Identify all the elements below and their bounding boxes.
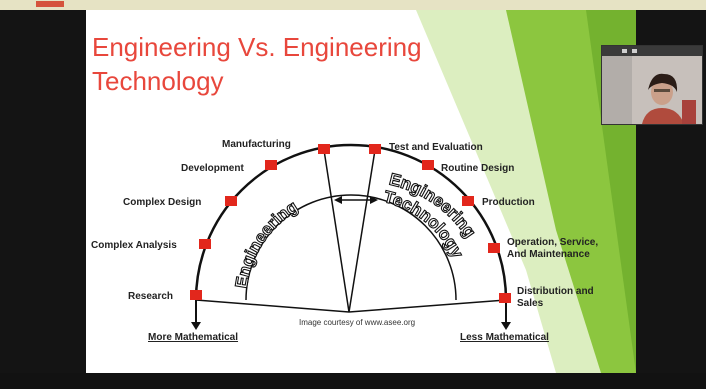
inner-arc <box>245 194 457 301</box>
marker-complex-analysis <box>199 239 211 249</box>
video-person <box>602 56 702 124</box>
double-arrow-left <box>334 196 342 204</box>
label-distribution-2: Sales <box>517 298 544 309</box>
title-line-1: Engineering Vs. Engineering <box>92 32 422 62</box>
marker-development <box>265 160 277 170</box>
mic-icon <box>632 49 637 53</box>
label-more-mathematical: More Mathematical <box>148 332 238 343</box>
video-toolbar <box>602 46 702 56</box>
label-test-evaluation: Test and Evaluation <box>389 142 483 153</box>
marker-distribution <box>499 293 511 303</box>
outer-arc <box>194 143 508 301</box>
title-line-2: Technology <box>92 66 224 96</box>
top-bar-marker <box>36 1 64 7</box>
label-operation-2: And Maintenance <box>507 249 590 260</box>
presentation-slide: Engineering Vs. Engineering Technology E… <box>86 10 636 373</box>
marker-routine-design <box>422 160 434 170</box>
label-production: Production <box>482 197 535 208</box>
left-arrow-head <box>191 322 201 330</box>
arc-label-engineering: Engineering <box>232 197 301 290</box>
image-caption: Image courtesy of www.asee.org <box>299 318 415 327</box>
left-base-line <box>195 299 350 313</box>
marker-production <box>462 196 474 206</box>
left-dark-area <box>0 10 86 389</box>
left-divider-line <box>323 149 350 313</box>
bottom-dark-area <box>0 373 706 389</box>
label-routine-design: Routine Design <box>441 163 514 174</box>
double-arrow-right <box>370 196 378 204</box>
label-research: Research <box>128 291 173 302</box>
right-arrow-head <box>501 322 511 330</box>
top-bar <box>0 0 706 10</box>
stage-markers <box>190 144 511 303</box>
label-distribution-1: Distribution and <box>517 286 594 297</box>
video-thumbnail[interactable] <box>601 45 703 125</box>
marker-research <box>190 290 202 300</box>
label-manufacturing: Manufacturing <box>222 139 291 150</box>
marker-manufacturing <box>318 144 330 154</box>
marker-operation <box>488 243 500 253</box>
slide-title: Engineering Vs. Engineering Technology <box>92 30 512 98</box>
camera-icon <box>622 49 627 53</box>
arc-diagram: Engineering Engineering Technology Manuf… <box>91 139 598 343</box>
right-base-line <box>348 299 507 313</box>
label-operation-1: Operation, Service, <box>507 237 598 248</box>
label-less-mathematical: Less Mathematical <box>460 332 549 343</box>
label-complex-analysis: Complex Analysis <box>91 240 177 251</box>
right-divider-line <box>348 149 376 313</box>
label-complex-design: Complex Design <box>123 197 201 208</box>
marker-complex-design <box>225 196 237 206</box>
label-development: Development <box>181 163 244 174</box>
marker-test-evaluation <box>369 144 381 154</box>
